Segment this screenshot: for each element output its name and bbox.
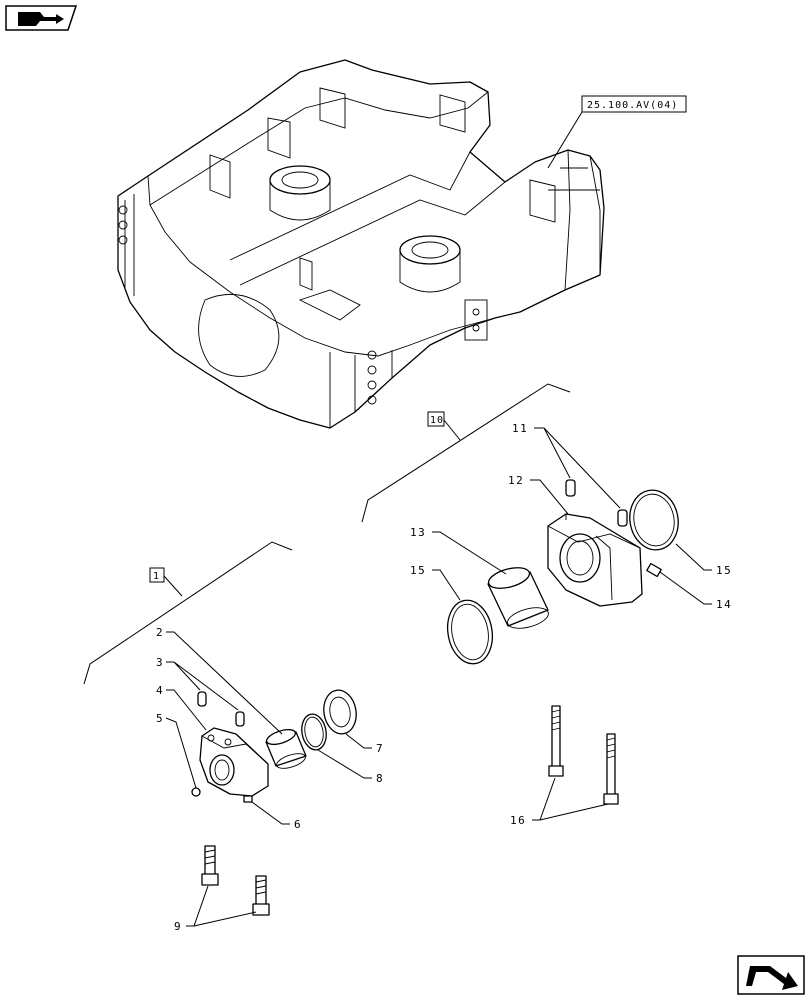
frame-reference[interactable]: 25.100.AV(04): [547, 95, 687, 169]
callout-4: 4: [156, 684, 164, 697]
seal-ring-15-left: [446, 599, 494, 665]
bolt-16b: [603, 733, 619, 805]
grease-nipple-5: [191, 787, 201, 797]
callout-11: 11: [512, 422, 528, 435]
support-bracket-4: [199, 727, 269, 797]
callout-16: 16: [510, 814, 526, 827]
group-label-10: 10: [430, 415, 444, 426]
pin-11a: [565, 479, 576, 497]
callout-2: 2: [156, 626, 164, 639]
support-housing-12: [547, 513, 643, 607]
next-page-arrow-icon[interactable]: [737, 955, 805, 995]
axle-support-frame: [117, 59, 605, 429]
book-arrow-icon[interactable]: [5, 5, 78, 31]
bushing-2: [265, 728, 307, 769]
seal-ring-8: [301, 713, 327, 751]
group-label-1: 1: [153, 571, 160, 582]
bushing-13: [487, 567, 549, 629]
callout-9: 9: [174, 920, 182, 933]
pin-3a: [197, 691, 207, 707]
callout-12: 12: [508, 474, 524, 487]
grease-nipple-14: [646, 562, 662, 578]
pin-3b: [235, 711, 245, 727]
callout-3: 3: [156, 656, 164, 669]
bolt-9b: [252, 875, 270, 916]
leader-lines: [165, 427, 712, 927]
group-bracket-1: 1: [83, 541, 293, 685]
callout-5: 5: [156, 712, 164, 725]
callout-15-right: 15: [716, 564, 732, 577]
bolt-16a: [548, 705, 564, 777]
bolt-9a: [201, 845, 219, 886]
group-bracket-10: 10: [361, 383, 571, 523]
callout-15-left: 15: [410, 564, 426, 577]
svg-text:25.100.AV(04): 25.100.AV(04): [587, 100, 678, 111]
callout-13: 13: [410, 526, 426, 539]
callout-8: 8: [376, 772, 384, 785]
seal-ring-15-right: [629, 489, 679, 551]
pin-11b: [617, 509, 628, 527]
grease-nipple-6: [243, 795, 253, 803]
thrust-washer-7: [323, 689, 357, 735]
callout-7: 7: [376, 742, 384, 755]
callout-14: 14: [716, 598, 732, 611]
callout-6: 6: [294, 818, 302, 831]
